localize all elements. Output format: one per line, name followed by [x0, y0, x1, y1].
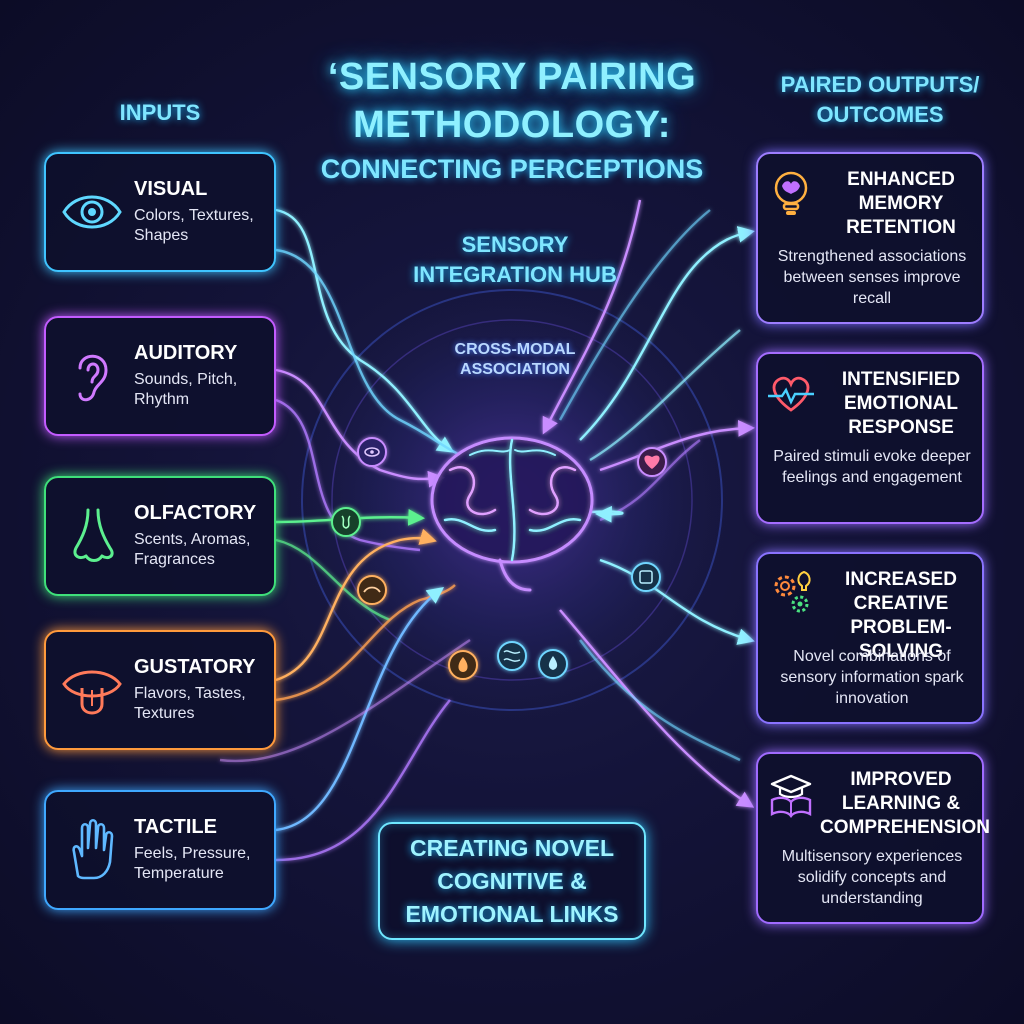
nose-icon — [73, 508, 114, 562]
output-flows — [542, 199, 756, 808]
input-card-tactile: Tactile Feels, Pressure, Temperature — [44, 790, 276, 910]
input-card-olfactory: Olfactory Scents, Aromas, Fragrances — [44, 476, 276, 596]
flow-line — [559, 609, 755, 808]
output-desc: Paired stimuli evoke deeper feelings and… — [773, 448, 971, 486]
flame-icon — [448, 650, 478, 680]
flow-line — [275, 584, 456, 702]
waves-icon — [497, 641, 527, 671]
output-title: Increased Creative Problem-Solving — [845, 569, 957, 662]
droplet-icon — [538, 649, 568, 679]
novel-links-text: Creating Novel Cognitive & Emotional Lin… — [405, 834, 619, 927]
input-title: Auditory — [134, 342, 238, 364]
output-card-creative: Increased Creative Problem-Solving Novel… — [756, 552, 984, 724]
diagram-subtitle: Connecting Perceptions — [320, 154, 704, 184]
output-card-emotional: Intensified Emotional Response Paired st… — [756, 352, 984, 524]
input-desc: Sounds, Pitch, Rhythm — [134, 371, 238, 408]
input-desc: Flavors, Tastes, Textures — [134, 685, 246, 722]
flow-line — [219, 639, 471, 763]
input-title: Olfactory — [134, 502, 257, 524]
heart-pulse-icon — [768, 376, 814, 412]
input-card-auditory: Auditory Sounds, Pitch, Rhythm — [44, 316, 276, 436]
input-flows — [219, 208, 471, 862]
flow-line — [589, 505, 624, 523]
flow-line — [558, 209, 711, 421]
flow-line — [275, 528, 437, 682]
input-title: Visual — [134, 178, 208, 200]
output-card-learning: Improved Learning & Comprehension Multis… — [756, 752, 990, 924]
outputs-heading: Paired Outputs/ Outcomes — [780, 72, 980, 127]
puzzle-icon — [631, 562, 661, 592]
output-title: Improved Learning & Comprehension — [820, 769, 990, 838]
flow-line — [275, 699, 451, 862]
lightbulb-brain-icon — [774, 171, 808, 215]
flow-line — [579, 639, 741, 762]
flow-line — [275, 208, 455, 453]
diagram-title-line1: ‘Sensory Pairing — [327, 56, 697, 98]
flow-line — [275, 586, 445, 832]
gears-icon — [774, 570, 811, 613]
hand-icon — [72, 818, 114, 880]
nose-icon — [331, 507, 361, 537]
hub-label: Cross-Modal Association — [454, 341, 576, 378]
hub-title: Sensory Integration Hub — [413, 232, 617, 287]
input-desc: Colors, Textures, Shapes — [134, 207, 254, 244]
input-title: Tactile — [134, 816, 217, 838]
eye-icon — [357, 437, 387, 467]
input-card-gustatory: Gustatory Flavors, Tastes, Textures — [44, 630, 276, 750]
ear-icon — [78, 354, 108, 402]
flow-line — [275, 248, 461, 457]
mouth-icon — [62, 670, 122, 715]
output-title: Enhanced Memory Retention — [846, 169, 956, 238]
input-desc: Feels, Pressure, Temperature — [134, 845, 251, 882]
flow-line — [599, 420, 756, 472]
flow-line — [542, 199, 642, 435]
flow-line — [579, 226, 755, 441]
output-desc: Novel combinations of sensory informatio… — [780, 648, 964, 707]
output-title: Intensified Emotional Response — [841, 369, 961, 438]
brain-icon — [430, 436, 594, 592]
inputs-heading: Inputs — [119, 100, 201, 125]
flow-line — [599, 558, 755, 645]
novel-links-box: Creating Novel Cognitive & Emotional Lin… — [378, 822, 646, 940]
graduation-book-icon — [770, 774, 812, 818]
output-desc: Strengthened associations between senses… — [777, 248, 967, 307]
diagram-title-line2: Methodology: — [353, 104, 671, 146]
output-desc: Multisensory experiences solidify concep… — [781, 848, 963, 907]
eye-icon — [62, 195, 122, 229]
input-desc: Scents, Aromas, Fragrances — [134, 531, 251, 568]
hub-node-icons — [331, 437, 667, 680]
input-card-visual: Visual Colors, Textures, Shapes — [44, 152, 276, 272]
flow-line — [589, 329, 741, 462]
input-title: Gustatory — [134, 656, 256, 678]
taste-icon — [357, 575, 387, 605]
output-card-memory: Enhanced Memory Retention Strengthened a… — [756, 152, 984, 324]
flow-line — [275, 538, 391, 622]
heart-icon — [637, 447, 667, 477]
